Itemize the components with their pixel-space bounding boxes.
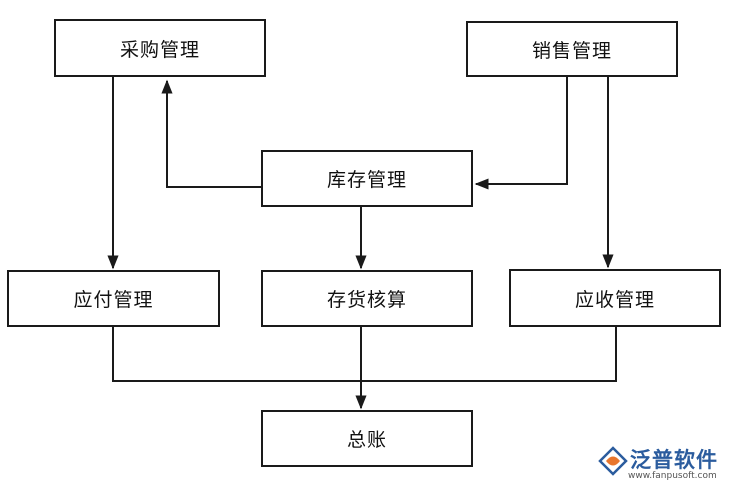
node-label: 应收管理 <box>574 288 655 311</box>
arrow-sales-to-inventory <box>474 77 568 190</box>
node-receivable-management: 应收管理 <box>509 269 721 327</box>
line-payable-to-bus <box>112 327 361 382</box>
node-label: 存货核算 <box>326 289 407 311</box>
node-label: 库存管理 <box>326 169 407 191</box>
node-label: 应付管理 <box>73 289 154 311</box>
watermark: 泛普软件 www.fanpusoft.com <box>598 444 726 488</box>
node-label: 总账 <box>346 429 387 451</box>
node-purchase-management: 采购管理 <box>54 19 266 77</box>
node-inventory-management: 库存管理 <box>261 150 473 207</box>
node-general-ledger: 总账 <box>261 410 473 467</box>
node-payable-management: 应付管理 <box>7 270 220 327</box>
arrow-inventory-to-purchase <box>161 79 261 188</box>
node-label: 销售管理 <box>531 39 612 62</box>
node-inventory-costing: 存货核算 <box>261 270 473 327</box>
diamond-swirl-icon <box>598 446 628 476</box>
line-receivable-to-bus <box>361 327 617 382</box>
node-sales-management: 销售管理 <box>466 21 678 77</box>
node-label: 采购管理 <box>119 38 200 61</box>
watermark-brand: 泛普软件 <box>630 448 718 472</box>
watermark-url: www.fanpusoft.com <box>628 471 717 481</box>
